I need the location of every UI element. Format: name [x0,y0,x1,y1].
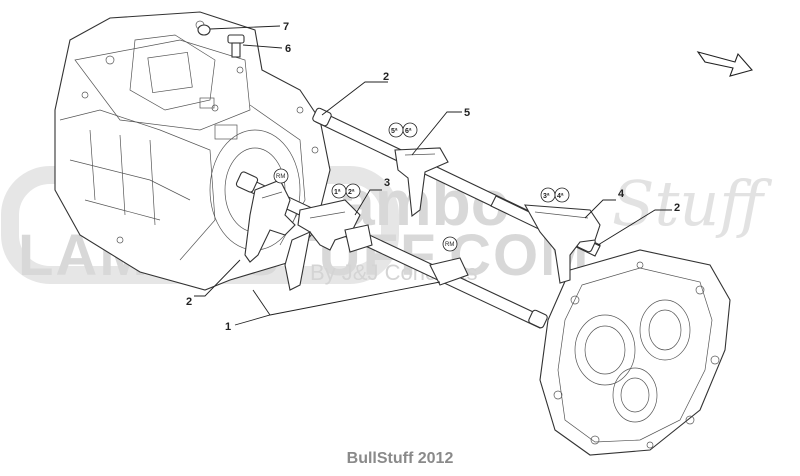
gear-label-rm-center: RM [442,236,458,252]
gear-label-6: 6ª [402,122,418,138]
callout-3: 3 [384,177,390,189]
callout-1: 1 [225,321,231,333]
gear-label-4-text: 4ª [557,193,564,200]
part-plug [227,34,245,58]
gear-label-1-text: 1ª [334,189,341,196]
callout-2-left: 2 [186,296,192,308]
gear-label-5-text: 5ª [391,128,398,135]
callout-2-top: 2 [383,71,389,83]
gear-label-3: 3ª [540,187,556,203]
gear-label-2-text: 2ª [348,189,355,196]
callout-6: 6 [285,43,291,55]
transmission-cover [539,249,731,456]
callout-5: 5 [464,107,470,119]
arrow-icon [696,51,753,77]
callout-7: 7 [283,21,289,33]
gear-label-6-text: 6ª [405,128,412,135]
gear-label-rm-center-text: RM [445,242,454,248]
leader-lines [194,25,672,326]
watermark-script: Stuff [612,167,772,240]
gear-label-4: 4ª [554,187,570,203]
shift-fork-1-2 [284,199,361,291]
callout-4: 4 [618,188,625,200]
shift-fork-3-4 [524,204,601,284]
gear-label-3-text: 3ª [543,193,550,200]
gear-label-2: 2ª [345,183,361,199]
callout-2-right: 2 [674,202,680,214]
footer-credit: BullStuff 2012 [346,450,454,467]
gear-label-rm-left-text: RM [276,174,285,180]
gear-label-1: 1ª [331,183,347,199]
part-pin [197,24,211,36]
shift-fork-reverse [244,179,296,263]
gear-label-rm-left: RM [273,168,289,184]
gear-label-5: 5ª [388,122,404,138]
shift-fork-5-6 [394,147,449,218]
shift-selector-block [344,224,469,286]
